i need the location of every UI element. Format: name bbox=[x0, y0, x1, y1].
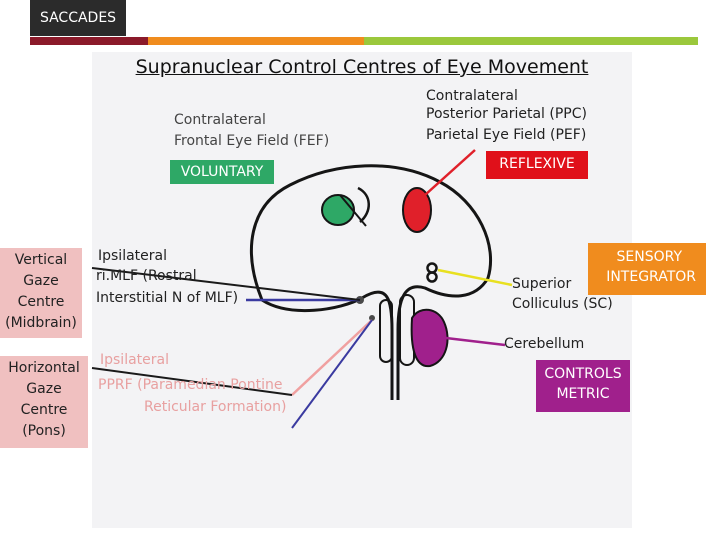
sensory-line1: SENSORY bbox=[616, 249, 683, 265]
pointer-pprf bbox=[291, 319, 373, 396]
sensory-integrator-box: SENSORY INTEGRATOR bbox=[588, 243, 706, 295]
pointer-fef bbox=[339, 194, 367, 227]
stripe-orange bbox=[148, 37, 364, 45]
cerebellum-label: Cerebellum bbox=[504, 336, 585, 352]
rimlf-label-line3: Interstitial N of MLF) bbox=[96, 290, 239, 306]
sensory-line2: INTEGRATOR bbox=[606, 269, 696, 285]
rimlf-label-line2: ri.MLF (Rostral bbox=[96, 268, 197, 284]
hgc-line1: Horizontal bbox=[8, 360, 80, 376]
hgc-line4: (Pons) bbox=[22, 423, 66, 439]
vertical-gaze-centre-box: Vertical Gaze Centre (Midbrain) bbox=[0, 248, 82, 338]
controls-line1: CONTROLS bbox=[544, 366, 622, 382]
hgc-line2: Gaze bbox=[26, 381, 62, 397]
vgc-line3: Centre bbox=[17, 294, 65, 310]
fef-label-line2: Frontal Eye Field (FEF) bbox=[174, 133, 330, 149]
ppc-label-line1: Contralateral bbox=[426, 88, 518, 104]
pointer-pprf-stub bbox=[291, 319, 373, 429]
page-title: Supranuclear Control Centres of Eye Move… bbox=[135, 56, 589, 78]
diagram-panel bbox=[92, 52, 632, 528]
fef-label-line1: Contralateral bbox=[174, 112, 266, 128]
sulcus-curve bbox=[357, 186, 370, 223]
vgc-line1: Vertical bbox=[14, 252, 68, 268]
pprf-label-line3: Reticular Formation) bbox=[144, 399, 287, 415]
stripe-green bbox=[364, 37, 698, 45]
ppc-label-line2: Posterior Parietal (PPC) bbox=[426, 106, 587, 122]
hgc-line3: Centre bbox=[20, 402, 68, 418]
vgc-line4: (Midbrain) bbox=[5, 315, 77, 331]
cerebellum-blob bbox=[410, 308, 449, 368]
fef-blob bbox=[321, 194, 355, 226]
pprf-label-line2: PPRF (Paramedian Pontine bbox=[98, 377, 283, 393]
pointer-sc bbox=[437, 268, 513, 287]
pprf-label-line1: Ipsilateral bbox=[100, 352, 169, 368]
brain-outline bbox=[250, 164, 493, 400]
controls-metric-box: CONTROLS METRIC bbox=[536, 360, 630, 412]
sc-label-line1: Superior bbox=[512, 276, 572, 292]
controls-line2: METRIC bbox=[556, 386, 610, 402]
pointer-vgc bbox=[91, 267, 361, 301]
ppc-label-line3: Parietal Eye Field (PEF) bbox=[426, 127, 587, 143]
vgc-line2: Gaze bbox=[23, 273, 59, 289]
stripe-red bbox=[30, 37, 148, 45]
rimlf-label-line1: Ipsilateral bbox=[98, 248, 167, 264]
pointer-hgc bbox=[91, 367, 293, 396]
brainstem-structure bbox=[379, 299, 393, 363]
pointer-ppc bbox=[424, 149, 476, 196]
sc-upper bbox=[426, 262, 438, 274]
reflexive-badge: REFLEXIVE bbox=[486, 151, 588, 179]
header-tag: SACCADES bbox=[30, 0, 126, 36]
voluntary-badge: VOLUNTARY bbox=[170, 160, 274, 184]
ppc-blob bbox=[402, 187, 432, 233]
sc-lower bbox=[426, 271, 438, 283]
pointer-cerebellum bbox=[445, 336, 506, 347]
pons-mark bbox=[369, 315, 375, 321]
horizontal-gaze-centre-box: Horizontal Gaze Centre (Pons) bbox=[0, 356, 88, 448]
sc-label-line2: Colliculus (SC) bbox=[512, 296, 613, 312]
